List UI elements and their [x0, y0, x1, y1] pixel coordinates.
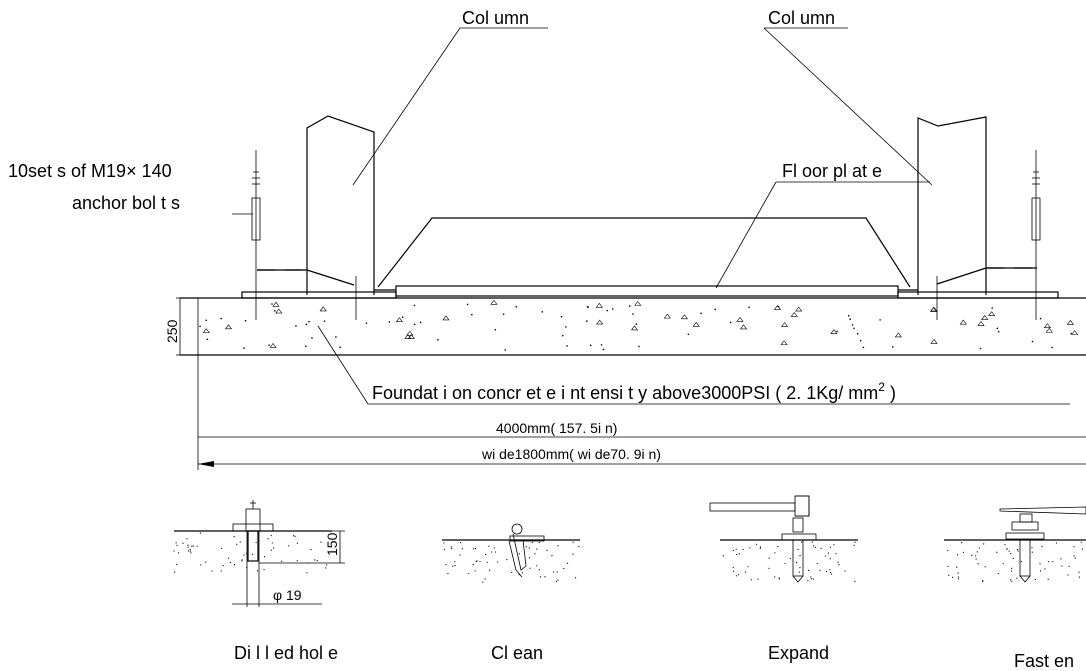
right-column	[917, 116, 1037, 295]
width-dimension-label: wi de1800mm( wi de70. 9i n)	[481, 446, 661, 462]
column-left-label: Col umn	[462, 8, 529, 28]
foundation-superscript: 2	[878, 380, 885, 394]
floor-plate-leader	[715, 181, 777, 289]
thickness-label: 250	[164, 319, 180, 343]
step-label-expand: Expand	[768, 643, 829, 663]
right-base-plate	[897, 291, 1059, 299]
thickness-dimension: 250	[164, 297, 186, 356]
anchor-bolts-label-2: anchor bol t s	[72, 193, 180, 213]
floor-plate-label: Fl oor pl at e	[782, 161, 882, 181]
soil-texture	[173, 532, 328, 574]
step-label-fasten: Fast en	[1014, 651, 1074, 671]
column-left-leader	[352, 27, 461, 186]
step-clean	[442, 523, 580, 578]
foundation-slab	[180, 297, 1086, 470]
concrete-texture	[199, 299, 1079, 351]
step-label-clean: Cl ean	[491, 643, 543, 663]
step-label-drilled: Di l l ed hol e	[234, 643, 338, 663]
anchor-bolts-label-1: 10set s of M19× 140	[8, 161, 172, 181]
step-expand	[709, 495, 858, 583]
foundation-label: Foundat i on concr et e i nt ensi t y ab…	[372, 380, 896, 403]
floor-plate	[374, 217, 918, 297]
anchor-bolt-left-icon	[251, 150, 261, 320]
left-base-plate	[241, 291, 397, 299]
hole-depth-label: 150	[324, 532, 340, 556]
left-column	[257, 115, 375, 295]
step-drilled-hole: 150 φ 19	[174, 500, 345, 607]
column-right-leader	[763, 27, 933, 186]
foundation-close: )	[885, 383, 896, 403]
column-right-label: Col umn	[768, 8, 835, 28]
foundation-label-text: Foundat i on concr et e i nt ensi t y ab…	[372, 383, 878, 403]
soil-texture	[947, 541, 1083, 583]
width-dimension-line	[198, 461, 1086, 467]
soil-texture	[722, 541, 856, 582]
length-dimension-label: 4000mm( 157. 5i n)	[496, 420, 617, 436]
hole-diameter-label: φ 19	[273, 587, 302, 603]
anchor-bolt-right-icon	[1031, 150, 1041, 320]
soil-texture	[443, 541, 580, 583]
step-fasten	[944, 506, 1086, 583]
foundation-leader	[317, 325, 369, 405]
